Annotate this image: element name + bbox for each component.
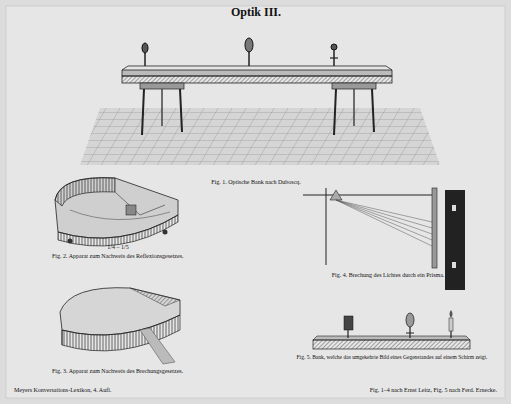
figure-caption: Fig. 1. Optische Bank nach Duboscq.: [211, 179, 301, 186]
page: [6, 6, 505, 398]
plate-title: Optik III.: [231, 6, 281, 19]
optical-bench-fig1: [80, 38, 440, 165]
refraction-apparatus-fig3: [60, 288, 180, 364]
figure-caption: Fig. 5. Bank, welche das umgekehrte Bild…: [297, 354, 488, 360]
figure-caption: Fig. 3. Apparat zum Nachweis des Brechun…: [52, 368, 183, 375]
image-bench-fig5: [313, 310, 470, 349]
reflection-apparatus-fig2: [55, 178, 178, 246]
prism-refraction-fig4: [303, 188, 465, 290]
figure-caption: Fig. 4. Brechung des Lichtes durch ein P…: [332, 272, 445, 279]
credit-note: Fig. 1–4 nach Ernst Leitz, Fig. 5 nach F…: [370, 387, 497, 394]
figure-caption: Fig. 2. Apparat zum Nachweis des Reflexi…: [52, 253, 183, 260]
scale-note: 1/4 – 1/5: [107, 244, 128, 251]
publisher-note: Meyers Konversations-Lexikon, 4. Aufl.: [14, 387, 111, 394]
